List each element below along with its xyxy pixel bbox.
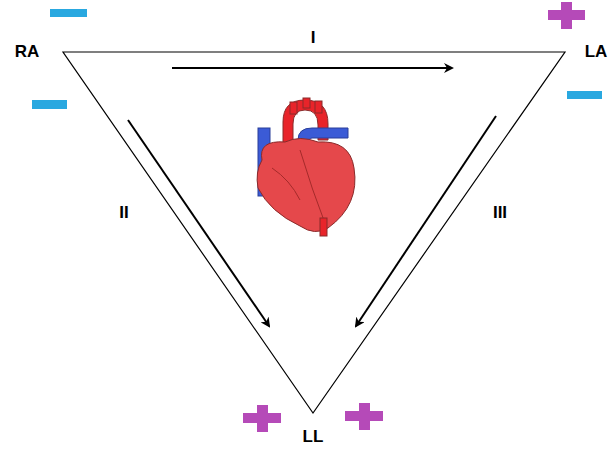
electrode-label: LA — [585, 43, 608, 62]
electrode-label: RA — [15, 43, 40, 62]
minus-sign — [32, 100, 67, 109]
lead-label: II — [119, 204, 128, 223]
plus-sign — [345, 403, 383, 430]
lead-label: I — [311, 29, 316, 48]
heart-illustration — [257, 98, 355, 236]
electrode-label: LL — [303, 428, 324, 447]
triangle-outline — [63, 52, 565, 413]
minus-sign — [50, 9, 87, 17]
lead-label: III — [493, 204, 507, 223]
plus-sign — [548, 2, 585, 29]
lead-arrow — [356, 116, 496, 326]
lead-arrow — [172, 67, 452, 69]
lead-arrow — [128, 120, 269, 326]
plus-sign — [243, 405, 281, 432]
minus-sign — [567, 91, 602, 99]
